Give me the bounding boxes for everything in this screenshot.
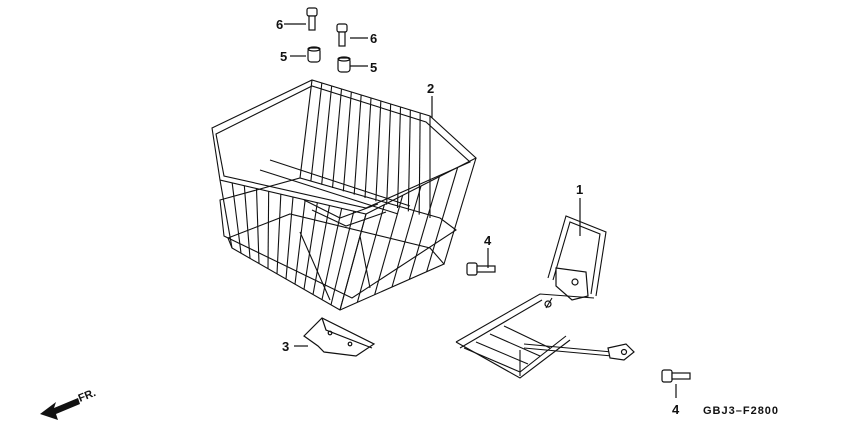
callout-bolt-b: 4 [672, 402, 680, 417]
screw-b [336, 23, 348, 47]
callout-collar-a: 5 [280, 49, 287, 64]
callout-screw-a: 6 [276, 17, 283, 32]
bolt-a [466, 262, 496, 276]
carrier-bracket [455, 215, 635, 379]
callout-bolt-a: 4 [484, 233, 492, 248]
bolt-b [661, 369, 691, 383]
screw-a [306, 7, 318, 31]
front-arrow-icon [40, 398, 80, 420]
collar-a [307, 46, 321, 63]
callout-screw-b: 6 [370, 31, 377, 46]
basket [211, 79, 477, 311]
drawing-code: GBJ3–F2800 [703, 405, 779, 417]
callout-plate: 3 [282, 339, 289, 354]
collar-b [337, 56, 351, 73]
front-indicator: FR. [77, 387, 98, 405]
callout-basket: 2 [427, 81, 434, 96]
mounting-plate [303, 317, 376, 357]
callout-bracket: 1 [576, 182, 583, 197]
callout-collar-b: 5 [370, 60, 377, 75]
